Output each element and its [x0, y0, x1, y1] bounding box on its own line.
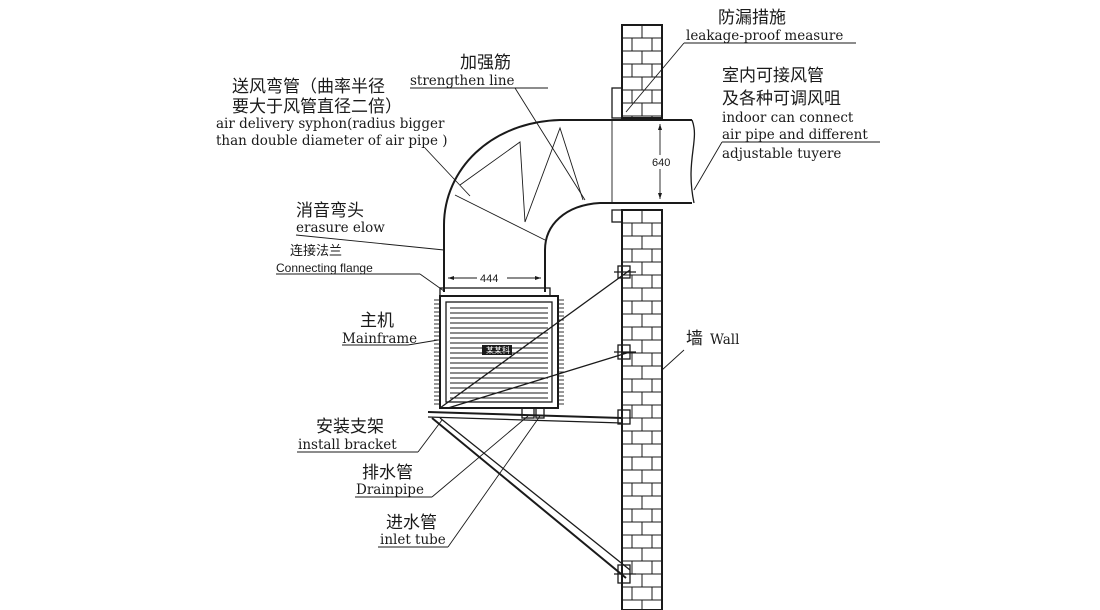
air-delivery-syphon [443, 119, 696, 292]
bracket-label-cn: 安装支架 [316, 417, 384, 437]
leakage-label-cn: 防漏措施 [718, 8, 786, 28]
inlet-label-cn: 进水管 [386, 513, 437, 533]
dimension-444: 444 [448, 270, 541, 285]
drain-label-cn: 排水管 [362, 463, 413, 483]
indoor-label-en-2: air pipe and different [722, 127, 868, 143]
flange-label-en: Connecting flange [276, 261, 373, 275]
erasure-label-cn: 消音弯头 [296, 201, 364, 221]
indoor-label-cn-2: 及各种可调风咀 [722, 89, 841, 109]
erasure-label-en: erasure elow [296, 220, 385, 236]
syphon-label-cn-1: 送风弯管（曲率半径 [232, 77, 385, 97]
inlet-label-en: inlet tube [380, 532, 446, 548]
leakage-label-en: leakage-proof measure [686, 28, 843, 44]
indoor-label-en-1: indoor can connect [722, 110, 854, 126]
drainpipe-fitting [521, 407, 545, 419]
bracket-label-en: install bracket [298, 437, 397, 453]
mainframe-label-cn: 主机 [360, 311, 394, 331]
dimension-444-text: 444 [480, 273, 498, 285]
strengthen-label-cn: 加强筋 [460, 53, 511, 73]
install-bracket [427, 265, 636, 584]
dimension-640-text: 640 [652, 157, 670, 169]
indoor-label-cn-1: 室内可接风管 [722, 66, 824, 86]
indoor-label-en-3: adjustable tuyere [722, 146, 841, 162]
dimension-640: 640 [651, 124, 673, 199]
leader-lines [276, 42, 880, 548]
connecting-flange [439, 287, 551, 297]
flange-label-cn: 连接法兰 [290, 243, 342, 259]
strengthen-label-en: strengthen line [410, 73, 515, 89]
drain-label-en: Drainpipe [356, 482, 424, 498]
syphon-label-en-2: than double diameter of air pipe ) [216, 133, 448, 149]
brick-wall [611, 24, 663, 610]
wall-label-cn: 墙 [686, 329, 703, 349]
machine-plate: 某某科 [486, 345, 510, 355]
syphon-label-cn-2: 要大于风管直径二倍） [232, 97, 402, 117]
mainframe-unit: 某某科 [434, 295, 564, 409]
mainframe-label-en: Mainframe [342, 331, 417, 347]
syphon-label-en-1: air delivery syphon(radius bigger [216, 116, 445, 132]
wall-label-en: Wall [710, 332, 739, 348]
